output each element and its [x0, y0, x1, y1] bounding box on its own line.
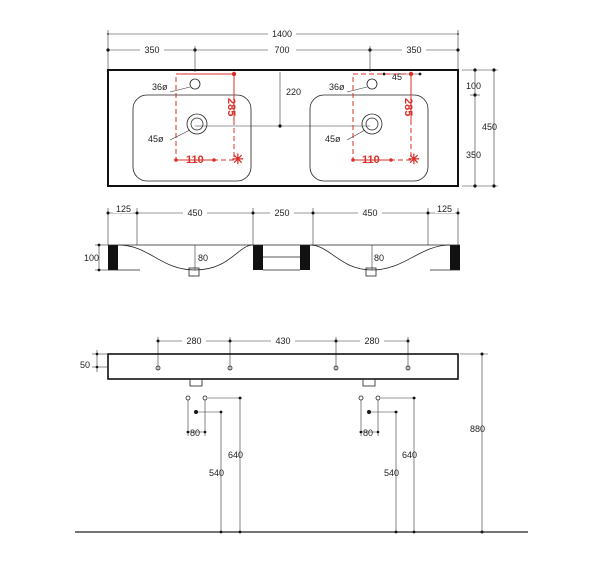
left-offset-red: 110 [186, 154, 204, 166]
front-right-offset-label: 80 [363, 428, 373, 438]
right-drain-outlet [365, 267, 377, 277]
top-slab-outline [107, 69, 459, 187]
left-basin-profile [117, 244, 254, 271]
dim-350-label: 350 [466, 150, 481, 160]
front-view: 280 430 280 50 880 [75, 335, 528, 534]
right-basin-details: 36ø 45ø 285 110 ✳ [325, 71, 420, 167]
section-drain-left-label: 80 [198, 253, 208, 263]
section-center-wall-b [300, 245, 310, 270]
left-tap-hole [189, 78, 201, 90]
front-right-drain-dims: 80 640 540 [358, 395, 417, 534]
dim-100-label: 100 [466, 81, 481, 91]
front-dim-1: 430 [275, 336, 290, 346]
dim-right-label: 350 [406, 45, 421, 55]
front-right-540-label: 540 [384, 468, 399, 478]
front-dim-2: 280 [364, 336, 379, 346]
front-left-540-label: 540 [209, 468, 224, 478]
right-basin-outline [309, 94, 429, 182]
front-right-outlet [362, 378, 376, 387]
left-drain-inner [190, 117, 204, 131]
top-view: 1400 350 700 350 220 100 450 350 [106, 28, 498, 188]
left-basin-outline [132, 94, 252, 182]
right-offset-red: 110 [362, 154, 380, 166]
right-drain-inner [365, 117, 379, 131]
section-drain-right-label: 80 [374, 253, 384, 263]
right-tap-hole [366, 78, 378, 90]
right-depth-red: 285 [402, 98, 414, 116]
left-tap-hole-label: 36ø [152, 82, 168, 92]
front-left-drain-dims: 80 640 540 [185, 395, 243, 534]
section-right-wall [450, 245, 460, 270]
dim-45-top-label: 45 [392, 72, 402, 82]
section-dim-4: 125 [437, 204, 452, 214]
right-star-icon: ✳ [408, 151, 420, 167]
front-height-total-label: 880 [470, 424, 485, 434]
left-depth-red: 285 [225, 98, 237, 116]
section-left-wall [108, 245, 118, 270]
dim-450-label: 450 [482, 122, 497, 132]
section-dim-2: 250 [274, 208, 289, 218]
dim-220-label: 220 [286, 87, 301, 97]
front-left-offset-label: 80 [190, 428, 200, 438]
left-drain-outlet [188, 267, 200, 277]
front-dim-0: 280 [186, 336, 201, 346]
front-left-640-label: 640 [228, 450, 243, 460]
dim-middle-label: 700 [274, 45, 289, 55]
front-left-outlet [189, 378, 203, 387]
section-dim-3: 450 [362, 208, 377, 218]
front-right-640-label: 640 [402, 450, 417, 460]
right-tap-hole-label: 36ø [329, 82, 345, 92]
section-dim-0: 125 [116, 204, 131, 214]
section-dim-1: 450 [187, 208, 202, 218]
section-height-label: 100 [84, 253, 99, 263]
dim-left-label: 350 [144, 45, 159, 55]
front-slab-outline [107, 353, 459, 380]
left-drain-label: 45ø [148, 134, 164, 144]
section-view: 125 450 250 450 125 100 80 80 [84, 203, 460, 277]
left-basin-details: 36ø 45ø 285 110 ✳ [148, 71, 244, 167]
right-drain-outer [361, 113, 383, 135]
left-star-icon: ✳ [232, 151, 244, 167]
front-thickness-label: 50 [80, 360, 90, 370]
dim-total-label: 1400 [272, 29, 292, 39]
left-drain-outer [186, 113, 208, 135]
section-center-wall-a [253, 245, 263, 270]
right-drain-label: 45ø [325, 134, 341, 144]
